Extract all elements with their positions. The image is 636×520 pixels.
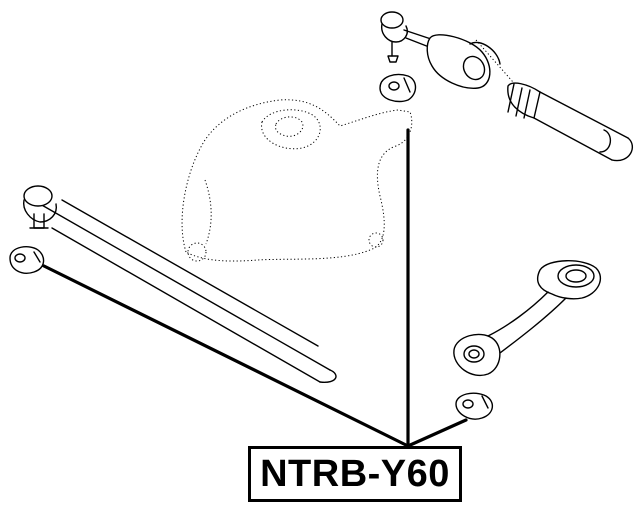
steering-knuckle-drawing bbox=[181, 99, 413, 262]
leader-lines bbox=[42, 128, 468, 448]
left-bushing-drawing bbox=[9, 246, 45, 274]
center-link-drawing bbox=[39, 199, 337, 383]
top-bushing-drawing bbox=[379, 73, 417, 103]
part-number-label: NTRB-Y60 bbox=[248, 446, 462, 502]
left-ball-joint-drawing bbox=[23, 185, 57, 229]
tie-rod-end-drawing bbox=[380, 11, 521, 91]
lower-bushing-drawing bbox=[455, 392, 493, 420]
idler-arm-drawing bbox=[453, 260, 601, 377]
adjusting-tube-drawing bbox=[507, 82, 633, 162]
